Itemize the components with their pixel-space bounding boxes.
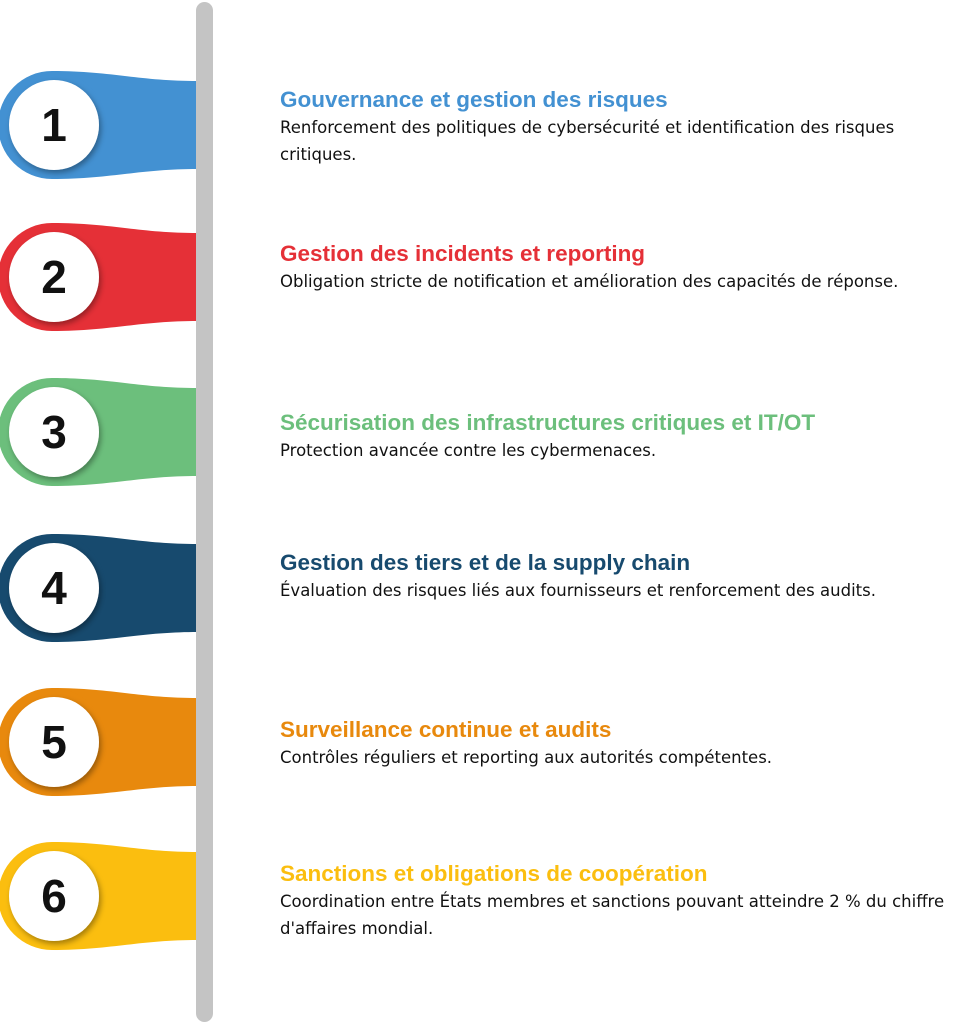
step-4-title: Gestion des tiers et de la supply chain [280,550,691,575]
step-markers: 1 2 3 4 5 6 [0,71,198,950]
step-3-marker: 3 [0,378,198,486]
step-1-marker: 1 [0,71,198,179]
step-1-number: 1 [41,99,67,151]
step-5-number: 5 [41,716,67,768]
step-6-marker: 6 [0,842,198,950]
step-5: Surveillance continue et audits Contrôle… [280,716,964,771]
step-6-description: Coordination entre États membres et sanc… [280,892,945,938]
step-6-number: 6 [41,870,67,922]
step-4-marker: 4 [0,534,198,642]
step-4: Gestion des tiers et de la supply chain … [280,549,964,604]
step-2: Gestion des incidents et reporting Oblig… [280,240,964,295]
step-3-title: Sécurisation des infrastructures critiqu… [280,410,816,435]
step-6: Sanctions et obligations de coopération … [280,860,964,942]
step-5-description: Contrôles réguliers et reporting aux aut… [280,748,773,767]
step-2-title: Gestion des incidents et reporting [280,241,646,266]
step-4-description: Évaluation des risques liés aux fourniss… [280,581,876,600]
step-4-marker-disc [9,543,99,633]
step-2-number: 2 [41,251,67,303]
step-2-marker: 2 [0,223,198,331]
step-2-description: Obligation stricte de notification et am… [280,272,899,291]
step-3-description: Protection avancée contre les cybermenac… [280,441,657,460]
step-5-marker: 5 [0,688,198,796]
step-3: Sécurisation des infrastructures critiqu… [280,409,964,464]
step-1: Gouvernance et gestion des risques Renfo… [280,86,964,168]
step-5-title: Surveillance continue et audits [280,717,612,742]
step-6-title: Sanctions et obligations de coopération [280,861,708,886]
step-1-marker-disc [9,80,99,170]
step-5-marker-disc [9,697,99,787]
step-2-marker-disc [9,232,99,322]
step-3-marker-disc [9,387,99,477]
step-4-number: 4 [41,562,67,614]
timeline-bar [196,2,213,1022]
step-1-description: Renforcement des politiques de cybersécu… [280,118,895,164]
step-6-marker-disc [9,851,99,941]
step-3-number: 3 [41,406,67,458]
step-1-title: Gouvernance et gestion des risques [280,87,668,112]
